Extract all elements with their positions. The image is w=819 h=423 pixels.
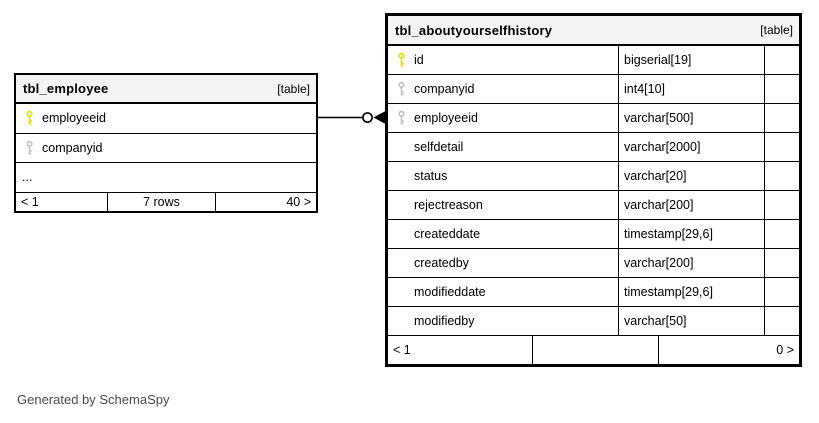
foreign-key-icon [397,110,406,126]
column-name: id [414,53,424,67]
table-type-badge: [table] [277,81,310,96]
column-name-cell: ... [16,163,316,192]
column-row: id bigserial[19] [388,46,799,75]
column-name-cell: selfdetail [388,133,619,161]
table-footer: < 1 7 rows 40 > [16,192,316,211]
row-count [533,336,659,364]
child-count: 0 > [776,343,794,357]
column-name-cell: companyid [388,75,619,103]
arrowhead-icon [373,111,385,124]
column-type: timestamp[29,6] [619,220,765,248]
column-name: employeeid [414,111,478,125]
column-name-cell: createddate [388,220,619,248]
primary-key-icon [397,52,406,68]
column-name: createdby [414,256,469,270]
column-row: createdby varchar[200] [388,249,799,278]
column-row: createddate timestamp[29,6] [388,220,799,249]
column-extra-cell [765,191,799,219]
foreign-key-icon [397,81,406,97]
column-name-cell: companyid [16,134,316,163]
column-name: companyid [414,82,475,96]
column-type: int4[10] [619,75,765,103]
column-type: timestamp[29,6] [619,278,765,306]
table-tbl-aboutyourselfhistory: tbl_aboutyourselfhistory [table] id bigse… [385,13,802,367]
column-row: ... [16,163,316,193]
column-name: status [414,169,448,183]
column-extra-cell [765,46,799,74]
column-extra-cell [765,220,799,248]
column-name: employeeid [42,111,106,126]
column-row: companyid int4[10] [388,75,799,104]
generated-by-label: Generated by SchemaSpy [17,392,170,407]
column-name: createddate [414,227,481,241]
column-row: rejectreason varchar[200] [388,191,799,220]
table-tbl-employee: tbl_employee [table] employeeid companyid… [14,73,318,213]
column-name: selfdetail [414,140,464,154]
column-name: modifieddate [414,285,486,299]
column-type: varchar[500] [619,104,765,132]
primary-key-icon [25,110,34,126]
table-header-tbl-employee[interactable]: tbl_employee [table] [16,75,316,104]
column-type: bigserial[19] [619,46,765,74]
column-name-cell: modifiedby [388,307,619,335]
column-name: ... [22,170,33,185]
column-name-cell: status [388,162,619,190]
column-name: rejectreason [414,198,483,212]
column-name: modifiedby [414,314,475,328]
column-extra-cell [765,162,799,190]
column-name-cell: modifieddate [388,278,619,306]
column-row: employeeid [16,104,316,134]
column-name-cell: createdby [388,249,619,277]
table-columns: employeeid companyid... [16,104,316,193]
table-name[interactable]: tbl_employee [23,81,109,96]
parent-count: < 1 [16,192,108,211]
column-row: modifieddate timestamp[29,6] [388,278,799,307]
row-count: 7 rows [108,192,216,211]
column-name-cell: id [388,46,619,74]
column-extra-cell [765,249,799,277]
column-type: varchar[20] [619,162,765,190]
column-row: employeeid varchar[500] [388,104,799,133]
column-type: varchar[50] [619,307,765,335]
table-type-badge: [table] [760,23,793,37]
zero-or-one-circle [362,112,373,123]
column-row: selfdetail varchar[2000] [388,133,799,162]
column-name: companyid [42,140,103,155]
column-type: varchar[2000] [619,133,765,161]
table-name[interactable]: tbl_aboutyourselfhistory [395,22,553,38]
child-count: 40 > [286,194,311,209]
column-type: varchar[200] [619,191,765,219]
column-extra-cell [765,278,799,306]
table-header-tbl-aboutyourselfhistory[interactable]: tbl_aboutyourselfhistory [table] [388,16,799,46]
column-extra-cell [765,104,799,132]
column-extra-cell [765,133,799,161]
column-row: companyid [16,133,316,163]
table-footer: < 1 0 > [388,336,799,364]
relationship-connector [317,111,385,124]
column-extra-cell [765,307,799,335]
foreign-key-icon [25,140,34,155]
column-row: status varchar[20] [388,162,799,191]
parent-count: < 1 [388,336,533,364]
column-name-cell: employeeid [388,104,619,132]
column-type: varchar[200] [619,249,765,277]
column-row: modifiedby varchar[50] [388,307,799,336]
column-name-cell: rejectreason [388,191,619,219]
column-extra-cell [765,75,799,103]
column-name-cell: employeeid [16,104,316,133]
